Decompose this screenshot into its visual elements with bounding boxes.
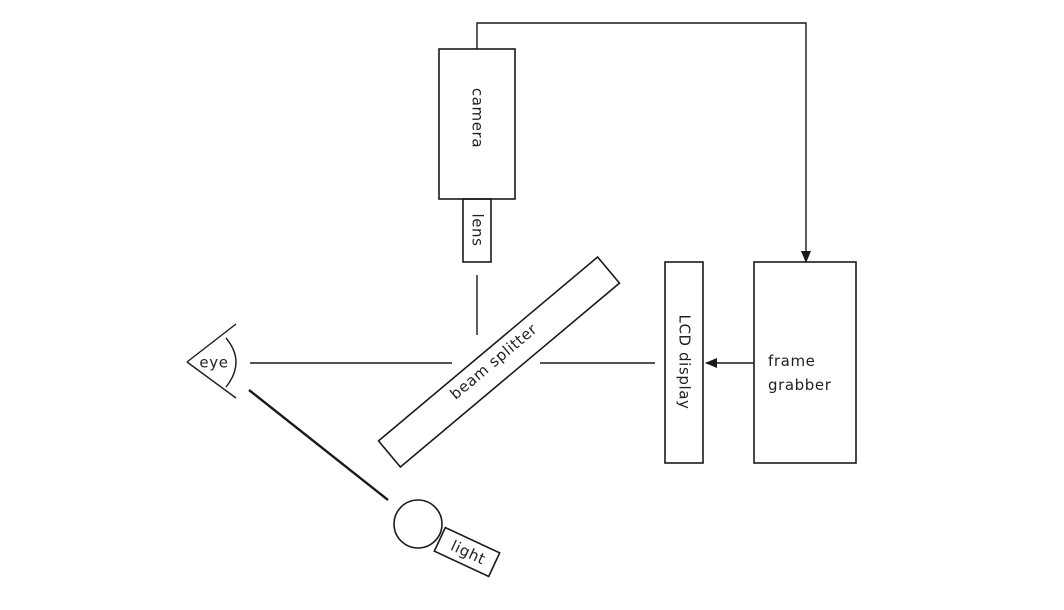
eye-symbol	[186, 323, 237, 399]
lens-box	[462, 198, 492, 263]
light-bulb-icon	[393, 499, 443, 549]
eye-label: eye	[199, 354, 228, 372]
frame-grabber-label-line2: grabber	[768, 376, 832, 394]
camera-label: camera	[469, 88, 487, 148]
lcd-display-label: LCD display	[676, 314, 694, 409]
lens-label: lens	[469, 213, 487, 246]
light-housing	[433, 526, 501, 578]
camera-to-frame-grabber-connector	[476, 22, 811, 263]
frame-grabber-label-line1: frame	[768, 352, 815, 370]
beam-splitter	[377, 255, 621, 469]
lcd-display-box	[664, 261, 704, 464]
light-beam	[248, 389, 389, 501]
